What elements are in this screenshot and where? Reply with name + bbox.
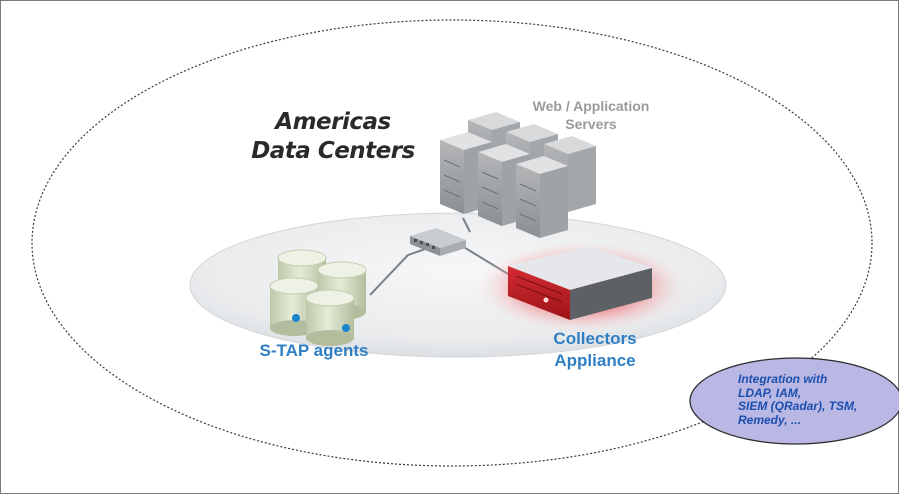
collectors-label: Collectors Appliance: [520, 328, 670, 372]
collectors-label-line-1: Collectors: [553, 329, 637, 348]
collectors-label-line-2: Appliance: [554, 351, 636, 370]
agents-label: S-TAP agents: [259, 341, 369, 360]
integration-text: Integration with LDAP, IAM, SIEM (QRadar…: [738, 372, 878, 427]
servers-label-line-1: Web / Application: [532, 98, 650, 114]
network-switch-icon: [410, 228, 466, 256]
integration-line: Integration with: [738, 372, 828, 386]
servers-label: Web / Application Servers: [506, 97, 676, 133]
diagram-title: Americas Data Centers: [248, 108, 418, 166]
integration-bubble: [689, 357, 899, 445]
integration-line: LDAP, IAM,: [738, 385, 802, 400]
integration-line: Remedy, ...: [738, 412, 801, 427]
title-line-2: Data Centers: [251, 138, 415, 164]
database-icon: [269, 249, 367, 346]
title-line-1: Americas: [275, 109, 391, 135]
datacenter-boundary: [31, 19, 873, 467]
server-rack-icon: [440, 112, 596, 238]
integration-line: SIEM (QRadar), TSM,: [738, 399, 858, 413]
appliance-icon: [476, 241, 688, 333]
servers-label-line-2: Servers: [565, 116, 617, 132]
